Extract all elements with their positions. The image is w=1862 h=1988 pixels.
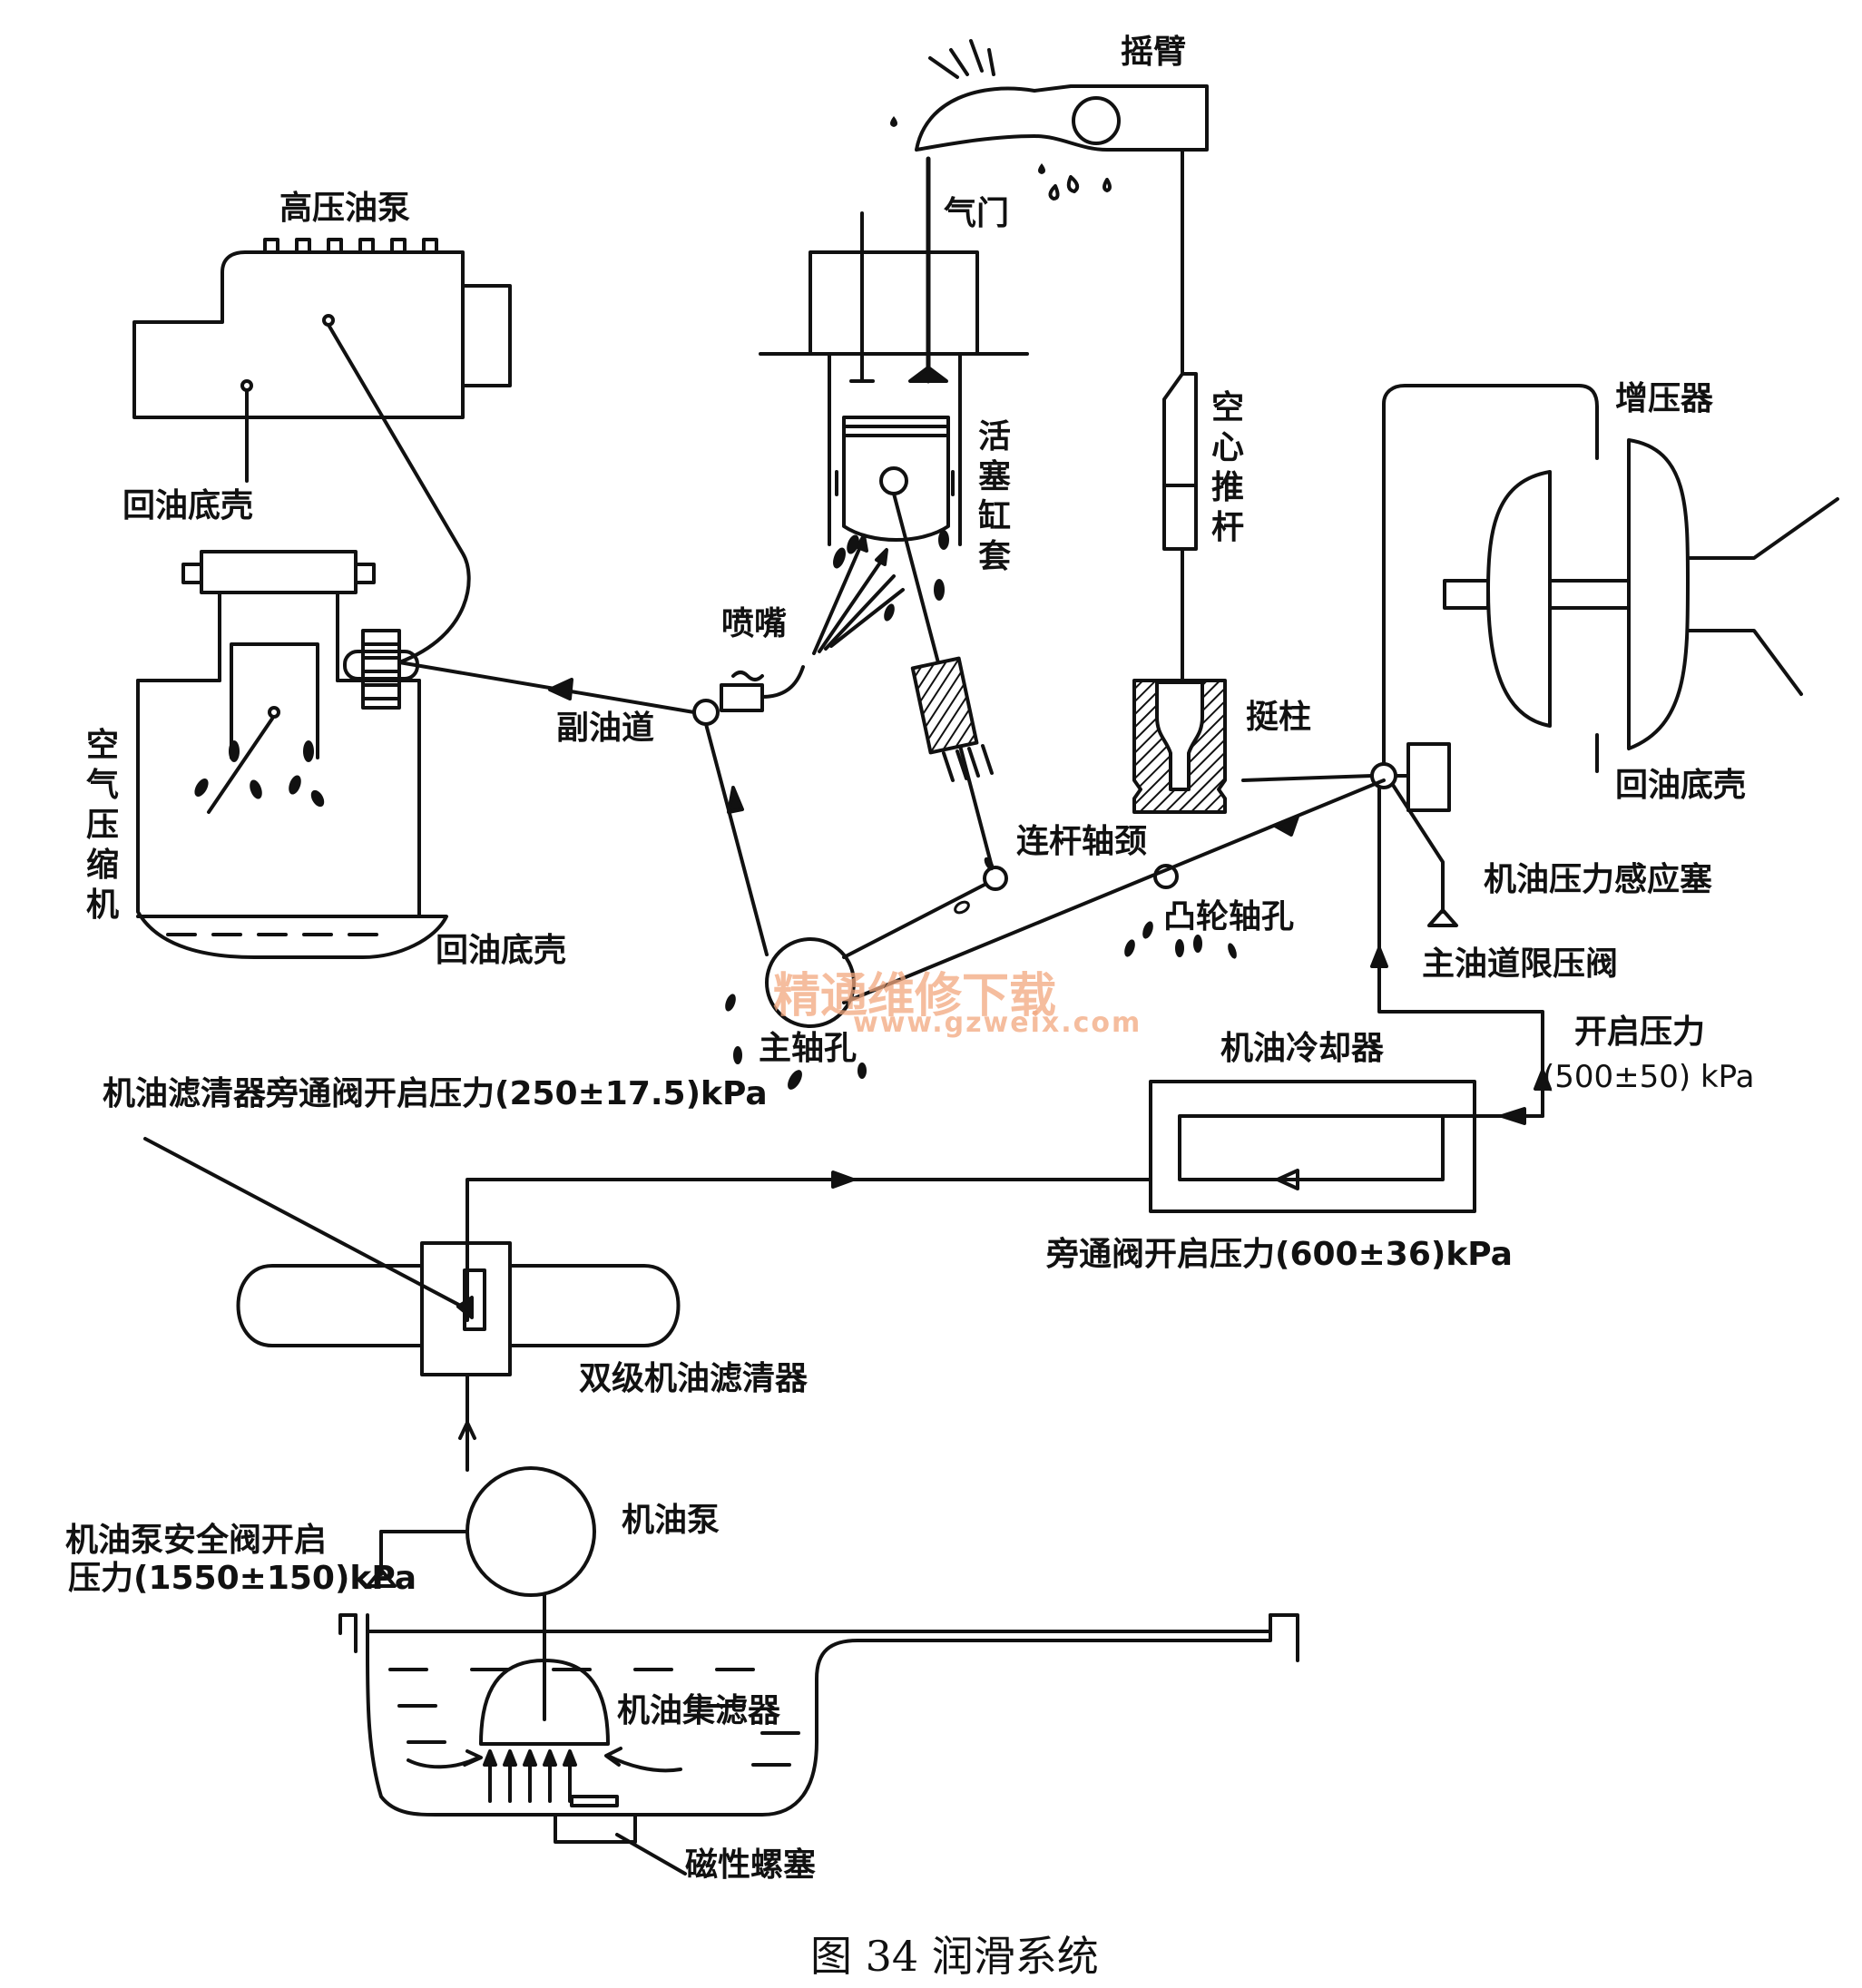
- label-aux-oil-passage: 副油道: [556, 710, 655, 747]
- label-pump-safety-valve-1: 机油泵安全阀开启: [65, 1522, 328, 1559]
- label-pump-safety-valve-2: 压力(1550±150)kPa: [68, 1560, 417, 1597]
- label-valve: 气门: [944, 195, 1010, 232]
- rocker-arm: [890, 39, 1209, 201]
- label-high-pressure-pump: 高压油泵: [279, 190, 411, 227]
- label-cooler-bypass: 旁通阀开启压力(600±36)kPa: [1046, 1236, 1513, 1273]
- main-gallery: [1241, 384, 1599, 1118]
- label-piston-liner: 活塞缸套: [977, 418, 1011, 575]
- watermark-url: www.gzweix.com: [853, 1007, 1142, 1039]
- hollow-pushrod: [1162, 148, 1198, 682]
- label-dual-filter: 双级机油滤清器: [579, 1360, 808, 1397]
- label-open-pressure: 开启压力: [1574, 1014, 1706, 1051]
- figure-caption: 图 34 润滑系统: [810, 1932, 1099, 1981]
- oil-drops-piston: [833, 530, 949, 622]
- label-main-bearing-hole: 主轴孔: [759, 1030, 858, 1067]
- aux-passage: [397, 661, 805, 956]
- valve-cylinder: [759, 156, 1029, 868]
- oil-drops-bearing: [725, 857, 1237, 1090]
- label-compressor-return-sump: 回油底壳: [436, 932, 567, 969]
- oil-sump: [338, 1613, 1299, 1875]
- label-turbo-return-sump: 回油底壳: [1615, 767, 1747, 804]
- oil-cooler: [466, 1080, 1544, 1322]
- watermark-text: 精通维修下载: [773, 969, 1057, 1023]
- label-nozzle: 喷嘴: [721, 605, 788, 642]
- oil-pump: [366, 1466, 596, 1721]
- main-bearing: [765, 779, 1386, 1028]
- turbocharger: [1443, 438, 1839, 750]
- label-hollow-pushrod: 空心推杆: [1210, 389, 1244, 546]
- dual-filter: [143, 1137, 681, 1472]
- tappet: [1132, 679, 1227, 814]
- label-rocker-arm: 摇臂: [1121, 34, 1187, 71]
- label-turbocharger: 增压器: [1615, 380, 1714, 417]
- label-oil-pump: 机油泵: [622, 1502, 720, 1539]
- label-pump-return-sump: 回油底壳: [122, 487, 254, 524]
- label-camshaft-hole: 凸轮轴孔: [1163, 898, 1295, 935]
- label-open-pressure-value: (500±50) kPa: [1543, 1059, 1755, 1095]
- label-oil-strainer: 机油集滤器: [617, 1692, 781, 1729]
- high-pressure-pump: [132, 238, 512, 483]
- label-tappet: 挺柱: [1246, 699, 1312, 736]
- label-oil-cooler: 机油冷却器: [1220, 1030, 1385, 1067]
- air-compressor: [136, 550, 448, 959]
- oil-drops-compressor: [194, 740, 325, 808]
- label-main-gallery-limit-valve: 主油道限压阀: [1422, 945, 1619, 983]
- label-air-compressor: 空气压缩机: [85, 727, 119, 924]
- label-pressure-sensor-plug: 机油压力感应塞: [1484, 861, 1713, 898]
- label-magnetic-plug: 磁性螺塞: [685, 1846, 817, 1884]
- label-conrod-journal: 连杆轴颈: [1016, 823, 1148, 860]
- label-filter-bypass: 机油滤清器旁通阀开启压力(250±17.5)kPa: [103, 1075, 768, 1112]
